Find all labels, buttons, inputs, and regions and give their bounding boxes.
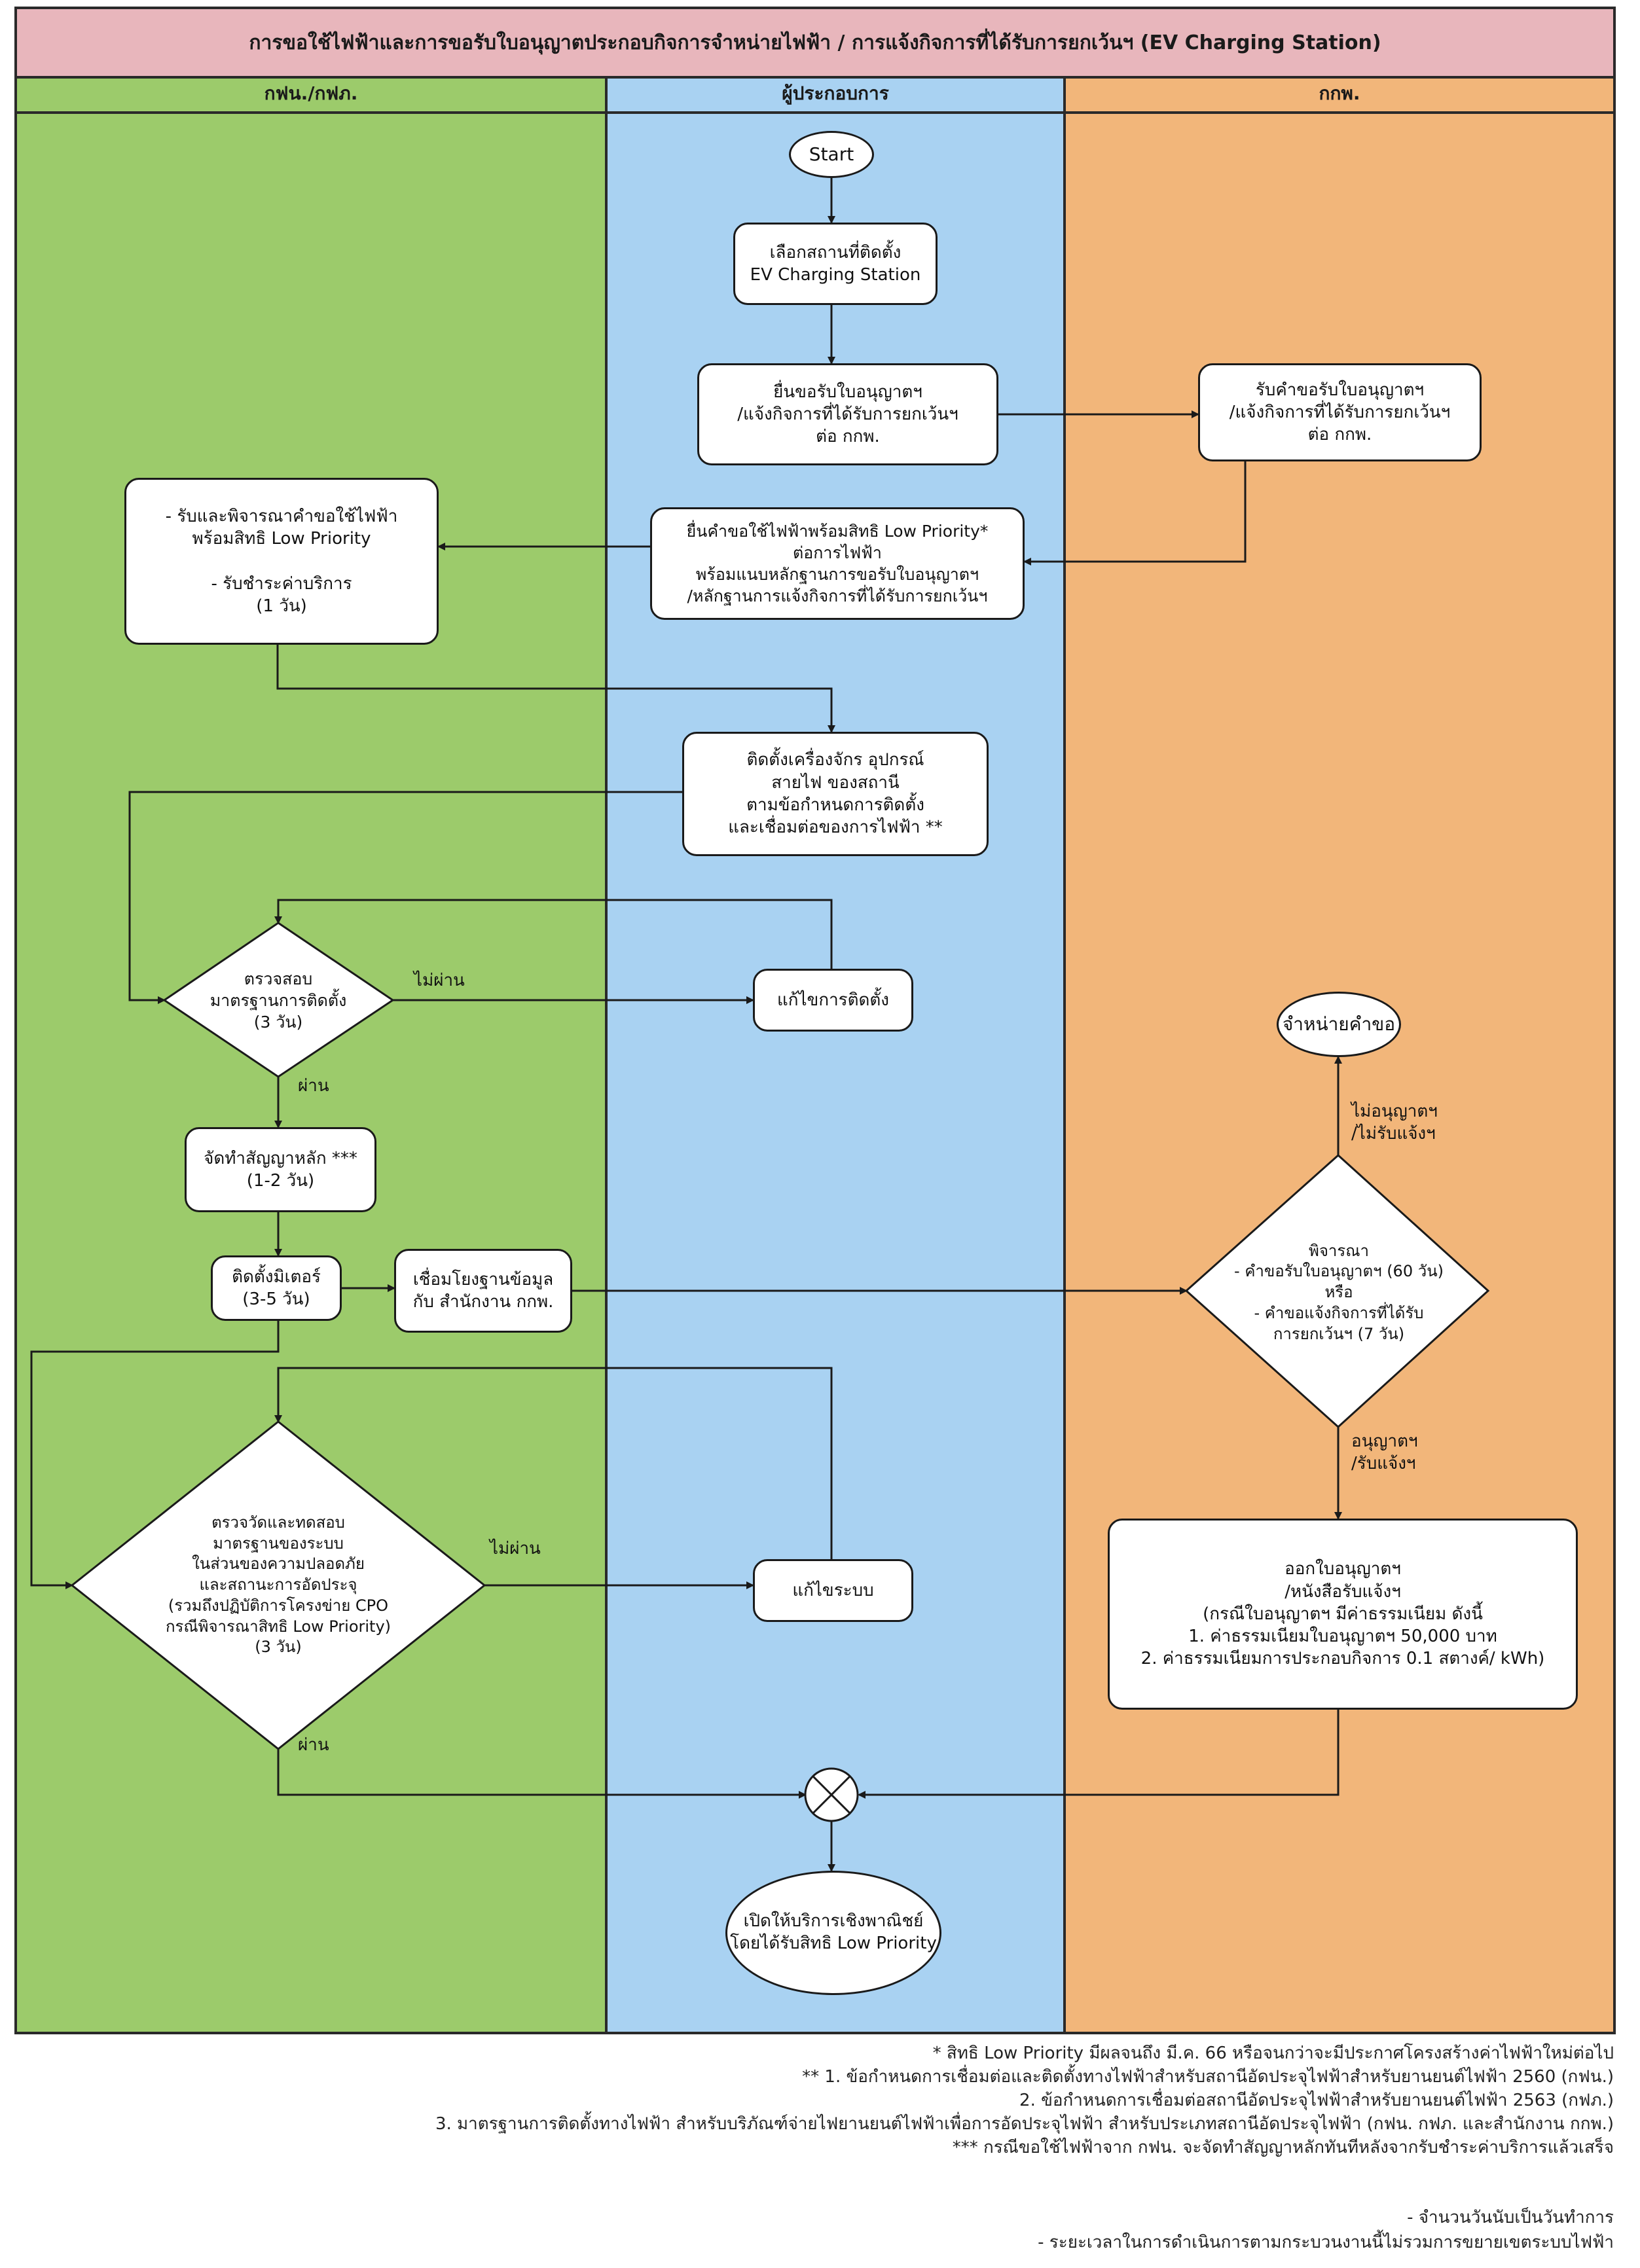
submit-power-request-box: ยื่นคำขอใช้ไฟฟ้าพร้อมสิทธิ Low Priority*… (650, 507, 1025, 620)
remarks: - จำนวนวันนับเป็นวันทำการ - ระยะเวลาในกา… (43, 2206, 1614, 2255)
edge-test-pass-to-merge (277, 1749, 807, 1799)
link-database-box: เชื่อมโยงฐานข้อมูล กับ สำนักงาน กกพ. (394, 1249, 572, 1333)
select-site-box: เลือกสถานที่ติดตั้ง EV Charging Station (733, 223, 938, 305)
diagram-frame (14, 7, 1616, 2034)
edge-label-fail-install: ไม่ผ่าน (414, 971, 465, 990)
decision-check-install (162, 922, 395, 1078)
decision-measure-test (70, 1420, 486, 1750)
footnotes: * สิทธิ Low Priority มีผลจนถึง มี.ค. 66 … (43, 2042, 1614, 2159)
open-service-node: เปิดให้บริการเชิงพาณิชย์ โดยได้รับสิทธิ … (725, 1871, 941, 1995)
merge-node-icon (804, 1767, 859, 1822)
remark-1: - จำนวนวันนับเป็นวันทำการ (1407, 2208, 1614, 2227)
edge-label-approved: อนุญาตฯ /รับแจ้งฯ (1351, 1431, 1418, 1473)
lane-header-pea-mea: กฟน./กฟภ. (17, 76, 605, 114)
receive-license-box: รับคำขอรับใบอนุญาตฯ /แจ้งกิจการที่ได้รับ… (1198, 363, 1482, 461)
lane-header-operator: ผู้ประกอบการ (608, 76, 1063, 114)
start-node: Start (789, 131, 874, 178)
edge-receive-to-submitpower (1023, 461, 1247, 566)
install-meter-box: ติดตั้งมิเตอร์ (3-5 วัน) (211, 1255, 342, 1321)
edge-fix-back-to-check (274, 899, 833, 969)
edge-consider-to-install (276, 645, 835, 733)
footnote-1: * สิทธิ Low Priority มีผลจนถึง มี.ค. 66 … (932, 2043, 1614, 2063)
main-contract-box: จัดทำสัญญาหลัก *** (1-2 วัน) (185, 1127, 376, 1212)
dispose-request-node: จำหน่ายคำขอ (1277, 992, 1401, 1057)
check-install-text: ตรวจสอบ มาตรฐานการติดตั้ง (3 วัน) (210, 969, 347, 1032)
edge-label-not-approved: ไม่อนุญาตฯ /ไม่รับแจ้งฯ (1351, 1102, 1438, 1143)
install-equipment-box: ติดตั้งเครื่องจักร อุปกรณ์ สายไฟ ของสถาน… (682, 732, 989, 856)
footnote-2: ** 1. ข้อกำหนดการเชื่อมต่อและติดตั้งทางไ… (802, 2066, 1614, 2087)
edge-meter-to-test (30, 1321, 280, 1589)
footnote-4: 3. มาตรฐานการติดตั้งทางไฟฟ้า สำหรับบริภั… (435, 2114, 1614, 2134)
edge-label-pass-test: ผ่าน (298, 1735, 329, 1755)
lane-header-erc: กกพ. (1066, 76, 1613, 114)
fix-system-box: แก้ไขระบบ (753, 1559, 913, 1622)
submit-license-box: ยื่นขอรับใบอนุญาตฯ /แจ้งกิจการที่ได้รับก… (697, 363, 998, 465)
edge-label-pass-install: ผ่าน (298, 1076, 329, 1096)
consider-power-request-box: - รับและพิจารณาคำขอใช้ไฟฟ้า พร้อมสิทธิ L… (124, 478, 439, 645)
issue-license-box: ออกใบอนุญาตฯ /หนังสือรับแจ้งฯ (กรณีใบอนุ… (1108, 1519, 1578, 1710)
decision-consider-license (1184, 1153, 1490, 1429)
remark-2: - ระยะเวลาในการดำเนินการตามกระบวนงานนี้ไ… (1038, 2232, 1614, 2252)
footnote-5: *** กรณีขอใช้ไฟฟ้าจาก กฟน. จะจัดทำสัญญาห… (952, 2137, 1614, 2157)
measure-test-text: ตรวจวัดและทดสอบ มาตรฐานของระบบ ในส่วนของ… (165, 1513, 392, 1657)
footnote-3: 2. ข้อกำหนดการเชื่อมต่อสถานีอัดประจุไฟฟ้… (1019, 2090, 1614, 2110)
edge-install-to-check (128, 791, 682, 1004)
edge-label-fail-test: ไม่ผ่าน (490, 1539, 541, 1558)
fix-install-box: แก้ไขการติดตั้ง (753, 969, 913, 1032)
edge-issue-to-merge (858, 1710, 1339, 1799)
edge-fixsystem-back-to-test (274, 1367, 833, 1559)
consider-license-text: พิจารณา - คำขอรับใบอนุญาตฯ (60 วัน) หรือ… (1234, 1241, 1444, 1343)
diagram-title: การขอใช้ไฟฟ้าและการขอรับใบอนุญาตประกอบกิ… (14, 7, 1616, 79)
